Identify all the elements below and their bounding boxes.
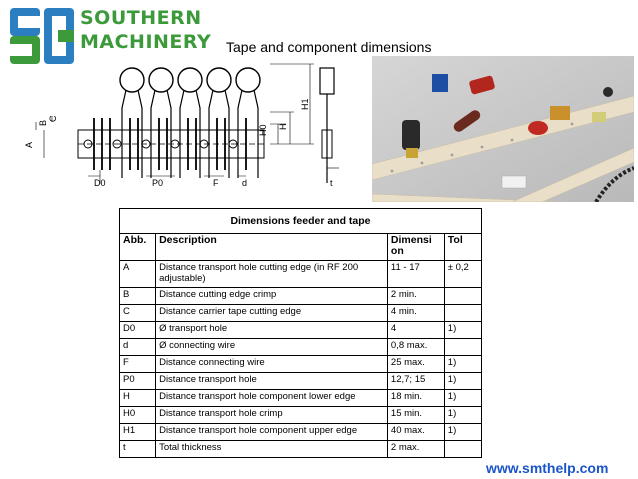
- cell-abb: P0: [118, 372, 157, 390]
- header-description: Description: [155, 233, 388, 261]
- header-tol: Tol: [443, 233, 483, 261]
- side-view-component: [319, 67, 335, 95]
- label-f: F: [213, 178, 219, 188]
- cell-dimension: 18 min.: [386, 389, 445, 407]
- cell-dimension: 2 min.: [386, 287, 445, 305]
- cell-abb: C: [118, 304, 157, 322]
- table-header-row: Abb. Description Dimensi on Tol: [118, 233, 483, 261]
- cell-tol: [443, 440, 483, 458]
- brand-name: SOUTHERN MACHINERY: [80, 6, 211, 54]
- cell-abb: d: [118, 338, 157, 356]
- cell-tol: 1): [443, 355, 483, 373]
- label-a: A: [24, 142, 34, 148]
- label-h: H: [278, 124, 288, 131]
- cell-description: Ø transport hole: [155, 321, 388, 339]
- cell-tol: [443, 304, 483, 322]
- cell-description: Total thickness: [155, 440, 388, 458]
- cell-description: Ø connecting wire: [155, 338, 388, 356]
- cell-dimension: 12,7; 15: [386, 372, 445, 390]
- cell-abb: B: [118, 287, 157, 305]
- component-discs: [119, 67, 261, 93]
- brand-line1: SOUTHERN: [80, 7, 202, 29]
- cell-abb: H: [118, 389, 157, 407]
- tape-dimension-drawing: H1 H H0 A B C D0 P0 F d t: [24, 63, 339, 188]
- cell-description: Distance transport hole component lower …: [155, 389, 388, 407]
- cell-tol: 1): [443, 423, 483, 441]
- label-d: d: [242, 178, 247, 188]
- cell-description: Distance transport hole component upper …: [155, 423, 388, 441]
- southern-machinery-logo: [10, 8, 74, 64]
- transport-holes: [83, 139, 238, 149]
- cell-tol: ± 0,2: [443, 260, 483, 288]
- cell-dimension: 15 min.: [386, 406, 445, 424]
- website-link[interactable]: www.smthelp.com: [486, 460, 609, 476]
- cell-abb: F: [118, 355, 157, 373]
- component-leads: [121, 89, 259, 178]
- cell-abb: t: [118, 440, 157, 458]
- cell-abb: D0: [118, 321, 157, 339]
- cell-description: Distance connecting wire: [155, 355, 388, 373]
- cell-tol: [443, 287, 483, 305]
- slide-title: Tape and component dimensions: [226, 39, 432, 55]
- cell-dimension: 4: [386, 321, 445, 339]
- cell-abb: H0: [118, 406, 157, 424]
- header-abb: Abb.: [118, 233, 157, 261]
- dimensions-table: Dimensions feeder and tape Abb. Descript…: [118, 208, 483, 458]
- label-p0: P0: [152, 178, 163, 188]
- cell-description: Distance carrier tape cutting edge: [155, 304, 388, 322]
- components-photo: [372, 56, 634, 202]
- label-h1: H1: [300, 98, 310, 110]
- table-title: Dimensions feeder and tape: [119, 208, 482, 234]
- cell-tol: 1): [443, 389, 483, 407]
- label-t: t: [330, 178, 333, 188]
- cell-description: Distance transport hole: [155, 372, 388, 390]
- label-d0: D0: [94, 178, 106, 188]
- brand-line2: MACHINERY: [80, 31, 212, 53]
- label-c: C: [48, 115, 58, 122]
- cell-tol: 1): [443, 372, 483, 390]
- cell-tol: 1): [443, 321, 483, 339]
- cell-dimension: 25 max.: [386, 355, 445, 373]
- cell-abb: H1: [118, 423, 157, 441]
- cell-description: Distance cutting edge crimp: [155, 287, 388, 305]
- cell-dimension: 40 max.: [386, 423, 445, 441]
- cell-dimension: 0,8 max.: [386, 338, 445, 356]
- cell-abb: A: [118, 260, 157, 288]
- header-dimension: Dimensi on: [386, 233, 445, 261]
- cell-dimension: 2 max.: [386, 440, 445, 458]
- label-b: B: [38, 120, 48, 126]
- label-h0: H0: [258, 124, 268, 136]
- cell-dimension: 11 - 17: [386, 260, 445, 288]
- cell-tol: [443, 338, 483, 356]
- cell-dimension: 4 min.: [386, 304, 445, 322]
- components: [402, 74, 634, 202]
- cell-description: Distance transport hole crimp: [155, 406, 388, 424]
- cell-tol: 1): [443, 406, 483, 424]
- cell-description: Distance transport hole cutting edge (in…: [155, 260, 388, 288]
